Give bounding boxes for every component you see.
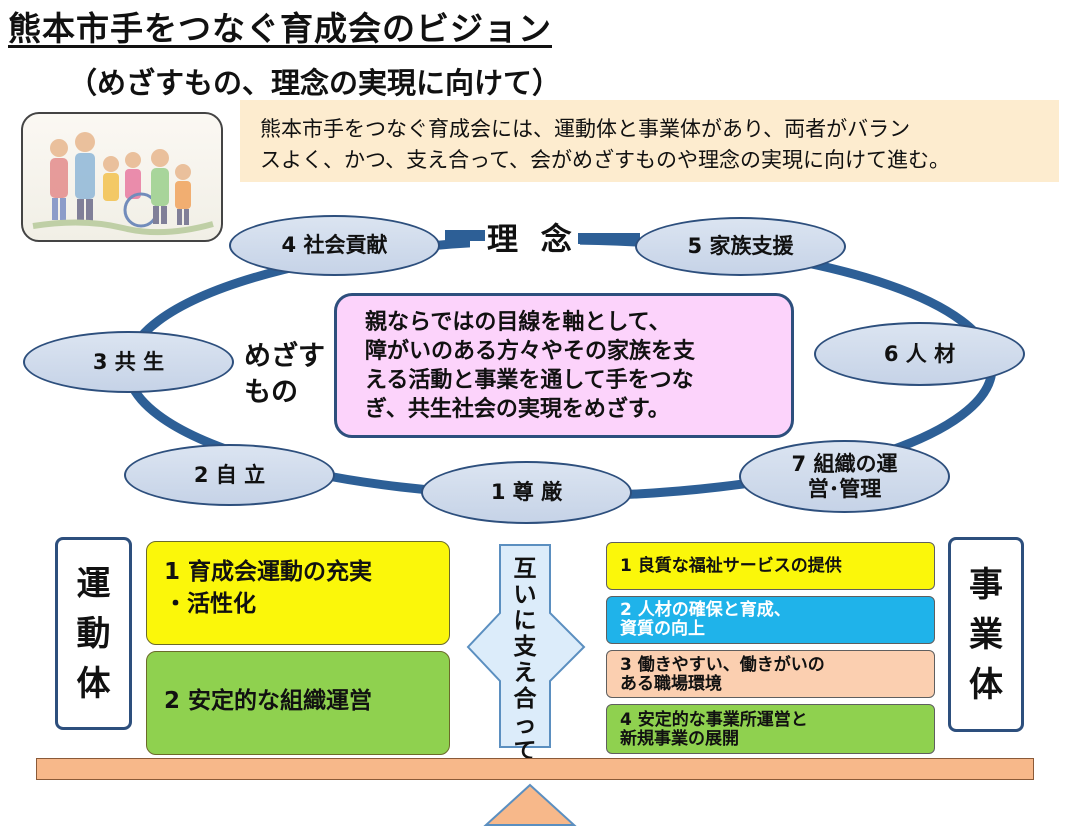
mutual-support-arrow xyxy=(466,544,586,748)
movement-item-2: 2 安定的な組織運営 xyxy=(146,651,450,755)
family-illustration xyxy=(21,112,223,242)
principle-1-oval: 1 尊 厳 xyxy=(421,461,632,524)
page-title: 熊本市手をつなぐ育成会のビジョン xyxy=(8,9,552,48)
principle-3-oval: 3 共 生 xyxy=(23,331,234,393)
business-item-3: 3 働きやすい、働きがいの ある職場環境 xyxy=(606,650,935,698)
principle-2-oval: 2 自 立 xyxy=(124,444,335,506)
movement-body-label: 運 動 体 xyxy=(55,537,132,730)
mezasu-label: めざす もの xyxy=(244,341,325,408)
movement-item-1: 1 育成会運動の充実 ・活性化 xyxy=(146,541,450,645)
principle-5-oval: 5 家族支援 xyxy=(635,217,846,276)
mutual-support-text: 互いに支え合って xyxy=(513,556,537,764)
vision-statement: 親ならではの目線を軸として、 障がいのある方々やその家族を支 える活動と事業を通… xyxy=(334,293,794,438)
business-item-4: 4 安定的な事業所運営と 新規事業の展開 xyxy=(606,704,935,754)
intro-text: 熊本市手をつなぐ育成会には、運動体と事業体があり、両者がバラン スよく、かつ、支… xyxy=(240,100,1059,182)
rinen-label: 理 念 xyxy=(487,222,578,258)
balance-plank xyxy=(36,758,1034,780)
business-body-label: 事 業 体 xyxy=(948,537,1024,732)
principle-6-oval: 6 人 材 xyxy=(814,322,1025,386)
principle-7-oval: 7 組織の運 営･管理 xyxy=(739,440,950,513)
balance-fulcrum xyxy=(483,783,577,826)
principle-4-oval: 4 社会貢献 xyxy=(229,215,440,276)
business-item-1: 1 良質な福祉サービスの提供 xyxy=(606,542,935,590)
page-subtitle: （めざすもの、理念の実現に向けて） xyxy=(68,66,562,100)
business-item-2: 2 人材の確保と育成、 資質の向上 xyxy=(606,596,935,644)
